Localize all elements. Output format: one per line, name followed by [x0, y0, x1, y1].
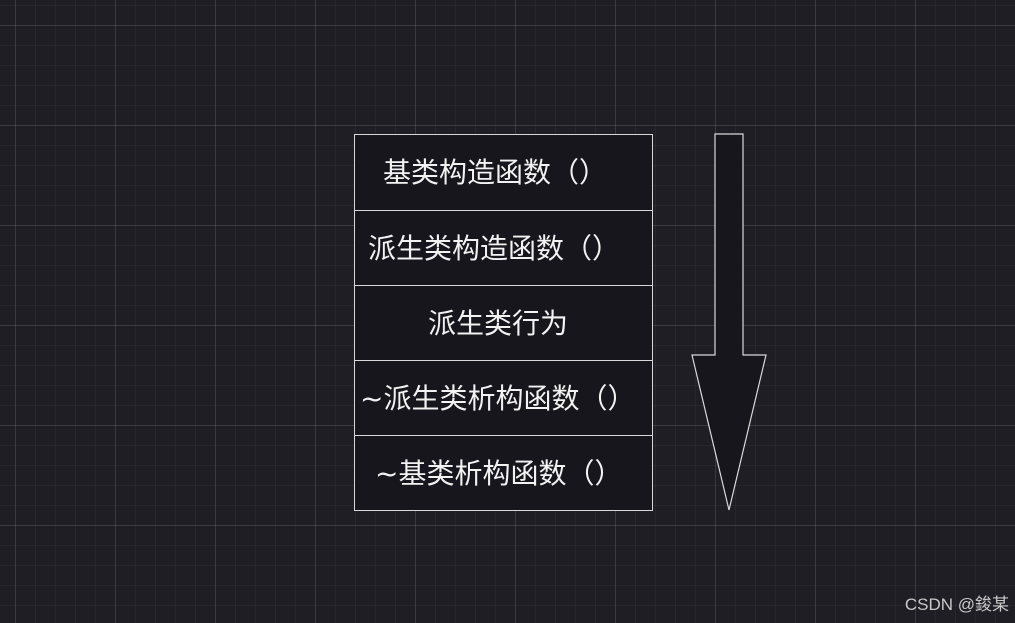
row-label: 基类构造函数（） — [383, 156, 608, 189]
call-order-stack: 基类构造函数（） 派生类构造函数（） 派生类行为 ~派生类析构函数（） ~基类析… — [354, 134, 653, 511]
row-label: 派生类行为 — [428, 307, 569, 340]
row-label: ~派生类析构函数（） — [360, 382, 636, 415]
stack-row-base-constructor: 基类构造函数（） — [355, 135, 652, 210]
stack-row-base-destructor: ~基类析构函数（） — [355, 435, 652, 510]
row-label: 派生类构造函数（） — [368, 232, 621, 265]
down-arrow-icon — [691, 133, 767, 511]
stack-row-derived-destructor: ~派生类析构函数（） — [355, 360, 652, 435]
stack-row-derived-constructor: 派生类构造函数（） — [355, 210, 652, 285]
stack-row-derived-behavior: 派生类行为 — [355, 285, 652, 360]
watermark-text: CSDN @鋑某 — [904, 595, 1009, 614]
row-label: ~基类析构函数（） — [375, 457, 623, 490]
